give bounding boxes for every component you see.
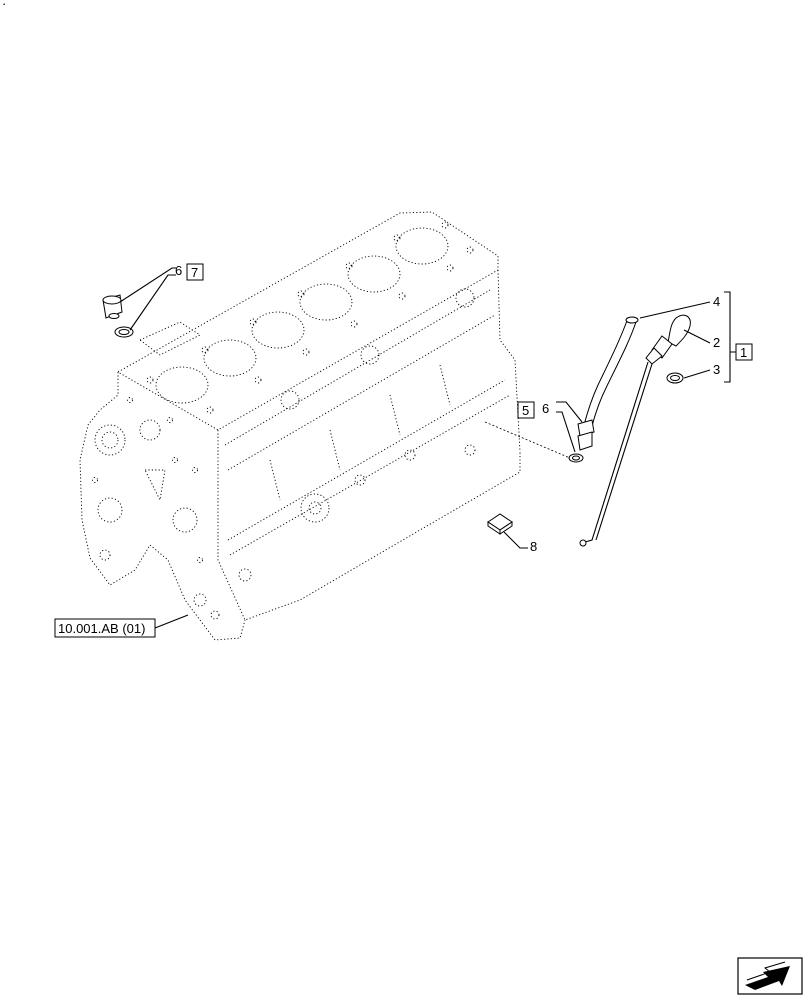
fitting-axis-line (484, 421, 571, 459)
callout-4: 4 (713, 294, 720, 309)
callout-6-left: 6 (175, 263, 182, 278)
seal-ring-part (114, 326, 134, 338)
leader-line-6-left (119, 267, 176, 303)
callout-7-box (186, 263, 204, 281)
reference-leader (154, 614, 189, 629)
callout-1-box (735, 343, 753, 361)
leader-line-3 (683, 369, 711, 379)
corner-mark: · (2, 0, 6, 11)
leader-line-6-mid-seal (556, 411, 576, 453)
callout-5: 5 (522, 403, 529, 418)
engine-block (79, 211, 521, 641)
callout-2: 2 (713, 335, 720, 350)
callout-3: 3 (713, 362, 720, 377)
callout-5-box (517, 401, 535, 419)
next-page-arrow-icon[interactable] (737, 957, 803, 995)
reference-label: 10.001.AB (01) (58, 621, 145, 636)
leader-line-2 (683, 329, 711, 344)
tube-fitting-part (568, 419, 595, 463)
plug-part (102, 294, 123, 319)
leader-line-6-mid (556, 401, 583, 423)
callout-6-mid: 6 (542, 401, 549, 416)
key-part (487, 513, 513, 535)
callout-7: 7 (191, 265, 198, 280)
callout-1: 1 (740, 345, 747, 360)
leader-line-4 (639, 301, 711, 319)
group-bracket (724, 291, 736, 383)
dipstick-tube-part (583, 316, 639, 427)
callout-8: 8 (530, 539, 537, 554)
leader-line-6-left-seal (129, 274, 176, 331)
leader-line-8 (503, 531, 528, 549)
o-ring-part (666, 372, 684, 384)
dipstick-part (579, 314, 691, 547)
